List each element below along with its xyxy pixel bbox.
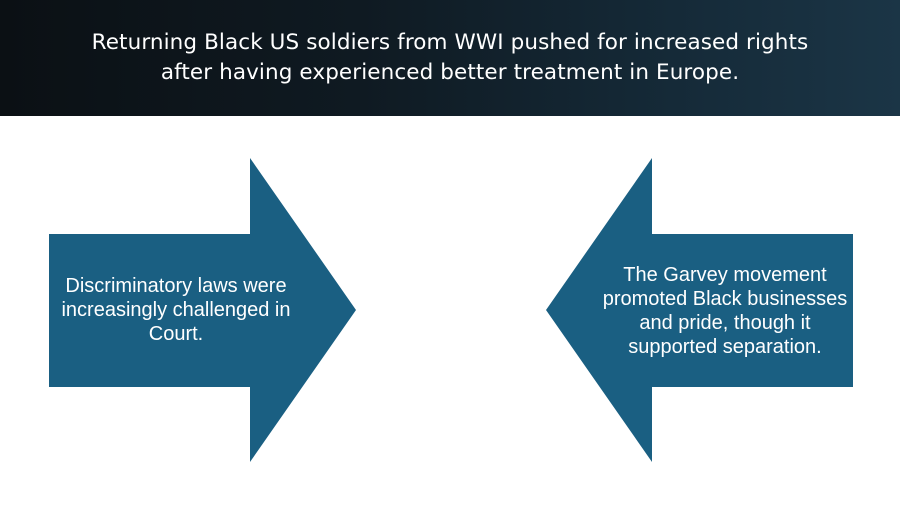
left-arrow-text: Discriminatory laws were increasingly ch… <box>60 262 292 358</box>
right-pointing-arrow <box>49 158 356 462</box>
right-arrow-label: The Garvey movement promoted Black busin… <box>602 264 848 358</box>
right-arrow-text: The Garvey movement promoted Black busin… <box>598 250 852 372</box>
header-banner: Returning Black US soldiers from WWI pus… <box>0 0 900 116</box>
left-pointing-arrow <box>546 158 853 462</box>
header-title: Returning Black US soldiers from WWI pus… <box>91 30 809 85</box>
left-arrow-label: Discriminatory laws were increasingly ch… <box>61 275 291 345</box>
